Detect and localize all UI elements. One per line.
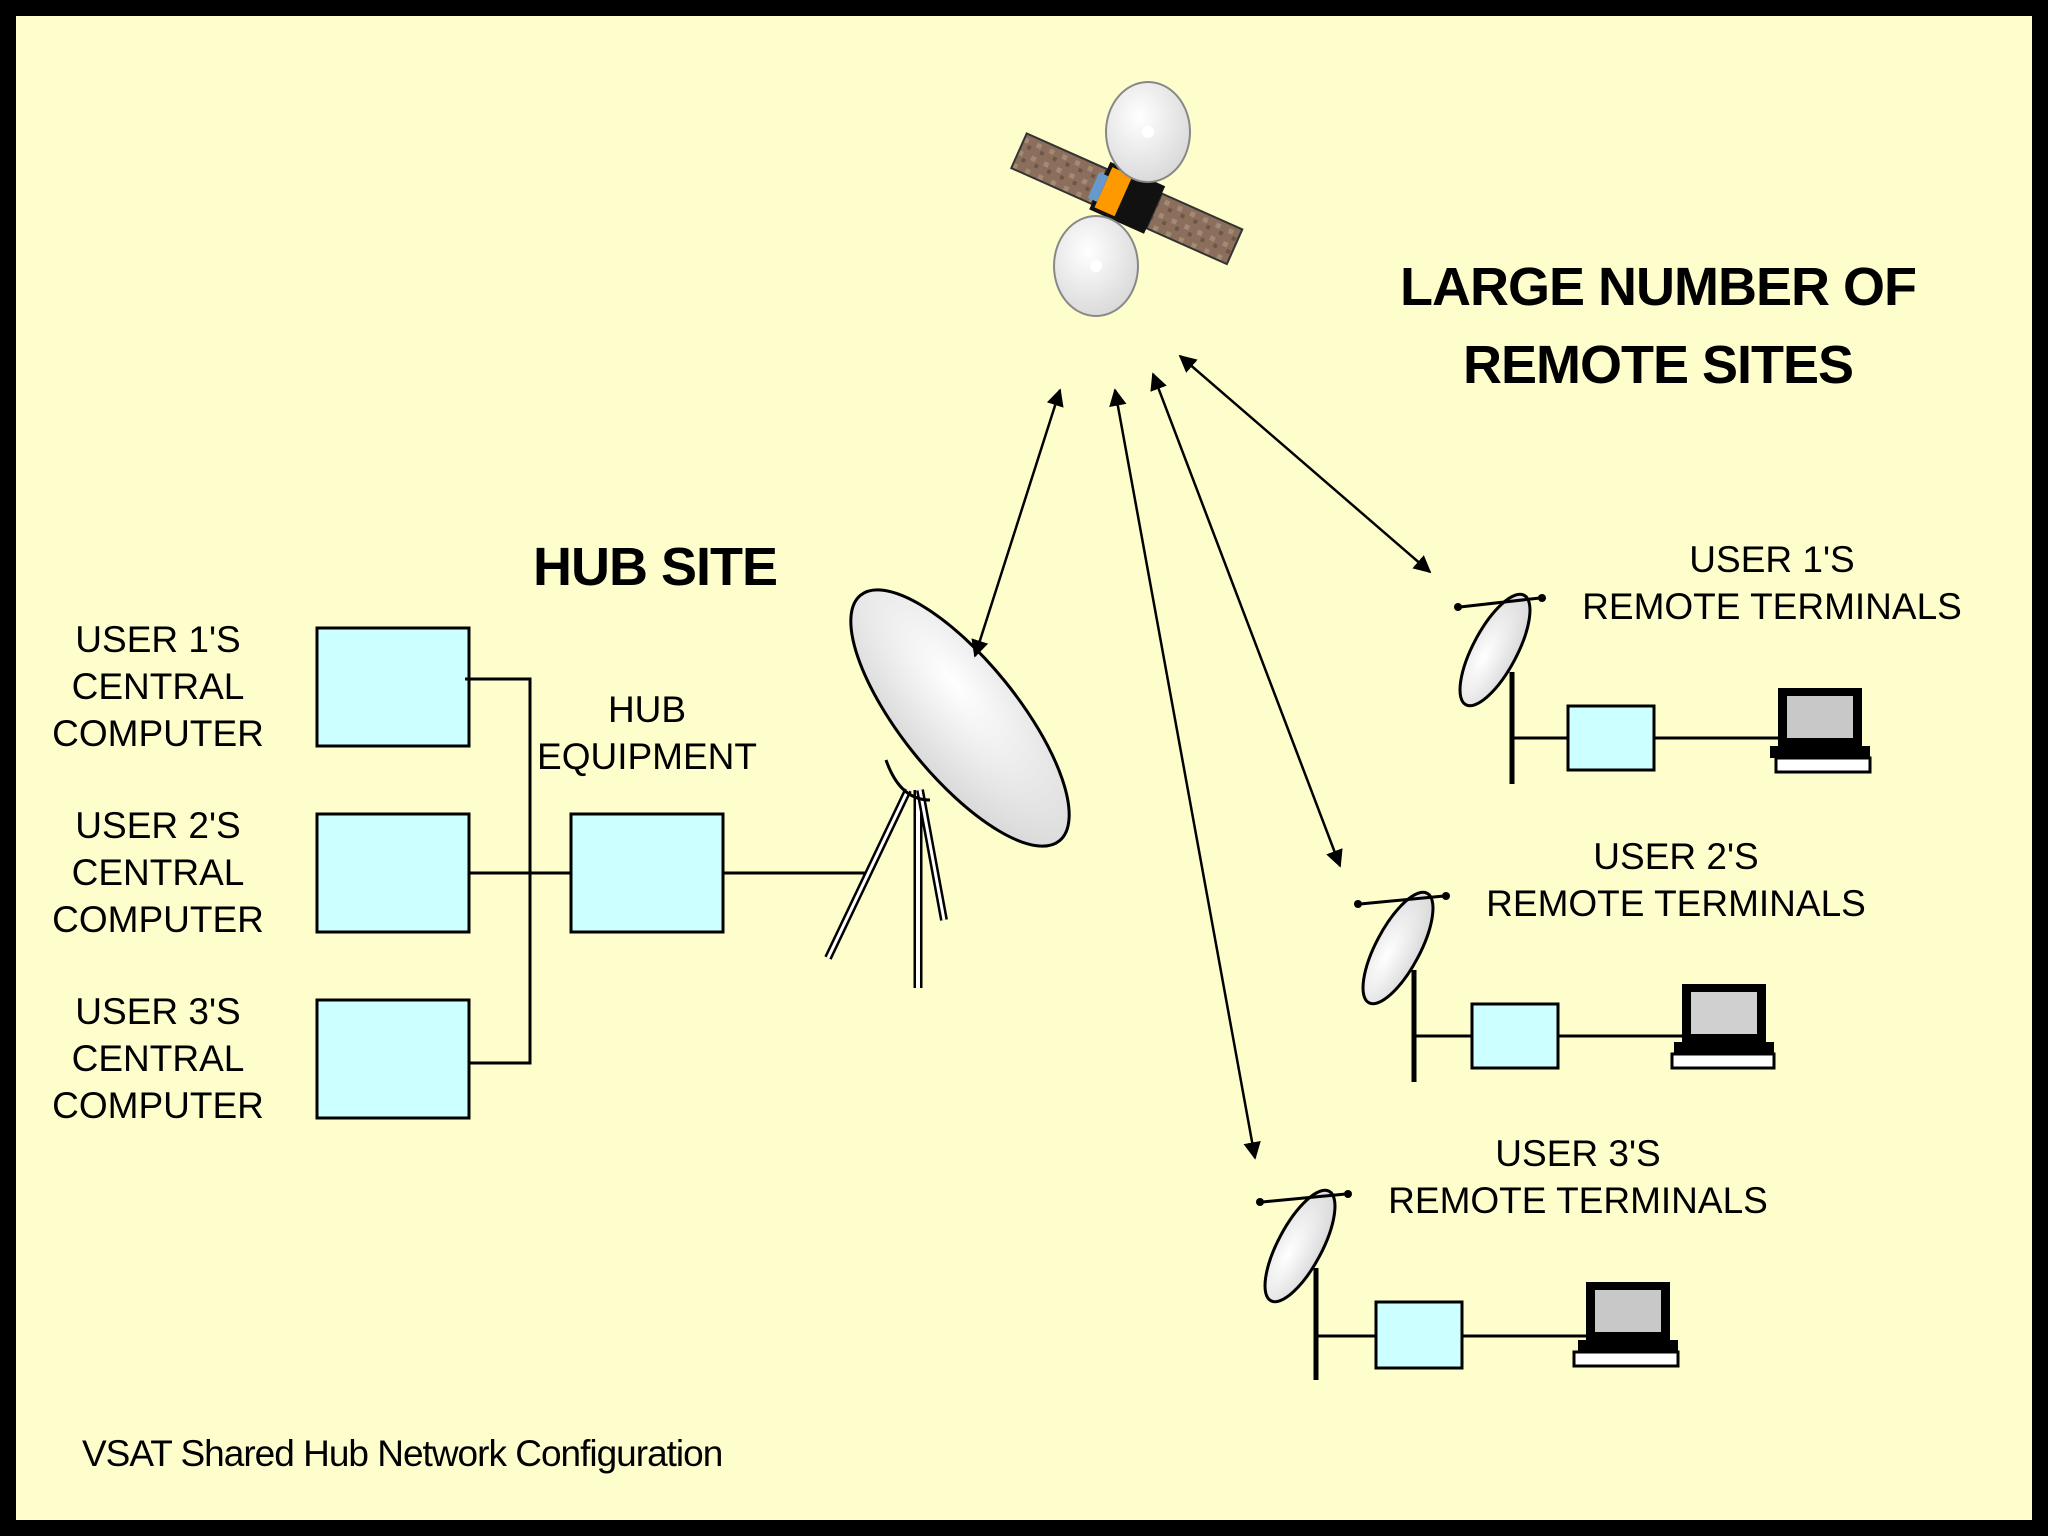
laptop-icon (1770, 688, 1872, 774)
svg-text:COMPUTER: COMPUTER (52, 899, 264, 940)
remote-equipment-box (1566, 704, 1656, 772)
svg-text:CENTRAL: CENTRAL (72, 666, 245, 707)
central-computer-label-2: USER 2'S CENTRAL COMPUTER (52, 805, 264, 940)
hub-site-title: HUB SITE (533, 537, 777, 597)
remote-sites-title-line1: LARGE NUMBER OF (1400, 257, 1916, 317)
remote-terminals-label-3-line2: REMOTE TERMINALS (1388, 1180, 1768, 1221)
hub-bus-lines (465, 677, 870, 1065)
central-computer-box-1 (315, 626, 471, 748)
hub-dish-icon (824, 588, 1071, 988)
remote-dish-icon (1256, 1188, 1352, 1380)
central-computer-label-1: USER 1'S CENTRAL COMPUTER (52, 619, 264, 754)
svg-text:CENTRAL: CENTRAL (72, 852, 245, 893)
satellite-icon (1009, 81, 1244, 317)
remote-site-1: USER 1'S REMOTE TERMINALS (1454, 539, 1962, 784)
diagram-caption: VSAT Shared Hub Network Configuration (82, 1433, 722, 1474)
remote-dish-icon (1454, 592, 1546, 784)
hub-equipment-label-line2: EQUIPMENT (537, 736, 757, 777)
remote-terminals-label-2-line2: REMOTE TERMINALS (1486, 883, 1866, 924)
svg-text:USER 1'S: USER 1'S (75, 619, 240, 660)
satellite-links (971, 354, 1432, 1160)
remote-terminals-label-1-line1: USER 1'S (1689, 539, 1854, 580)
hub-equipment-label-line1: HUB (608, 689, 686, 730)
remote-sites-title-line2: REMOTE SITES (1463, 335, 1853, 395)
remote-terminals-label-3-line1: USER 3'S (1495, 1133, 1660, 1174)
link-hub (971, 388, 1064, 658)
svg-text:USER 2'S: USER 2'S (75, 805, 240, 846)
remote-site-3: USER 3'S REMOTE TERMINALS (1256, 1133, 1768, 1380)
hub-equipment-box (569, 812, 725, 934)
link-remote-1 (1178, 354, 1432, 574)
svg-text:COMPUTER: COMPUTER (52, 1085, 264, 1126)
central-computer-box-2 (315, 812, 471, 934)
svg-text:USER 3'S: USER 3'S (75, 991, 240, 1032)
solar-panel-right (1145, 192, 1244, 266)
remote-terminals-label-2-line1: USER 2'S (1593, 836, 1758, 877)
laptop-icon (1572, 1282, 1680, 1368)
remote-site-2: USER 2'S REMOTE TERMINALS (1354, 836, 1866, 1082)
svg-text:CENTRAL: CENTRAL (72, 1038, 245, 1079)
svg-text:COMPUTER: COMPUTER (52, 713, 264, 754)
central-computer-label-3: USER 3'S CENTRAL COMPUTER (52, 991, 264, 1126)
central-computer-box-3 (315, 998, 471, 1120)
remote-equipment-box (1470, 1002, 1560, 1070)
remote-equipment-box (1374, 1300, 1464, 1370)
laptop-icon (1670, 984, 1776, 1070)
remote-terminals-label-1-line2: REMOTE TERMINALS (1582, 586, 1962, 627)
link-remote-2 (1150, 372, 1343, 868)
remote-dish-icon (1354, 890, 1450, 1082)
link-remote-3 (1109, 388, 1261, 1160)
